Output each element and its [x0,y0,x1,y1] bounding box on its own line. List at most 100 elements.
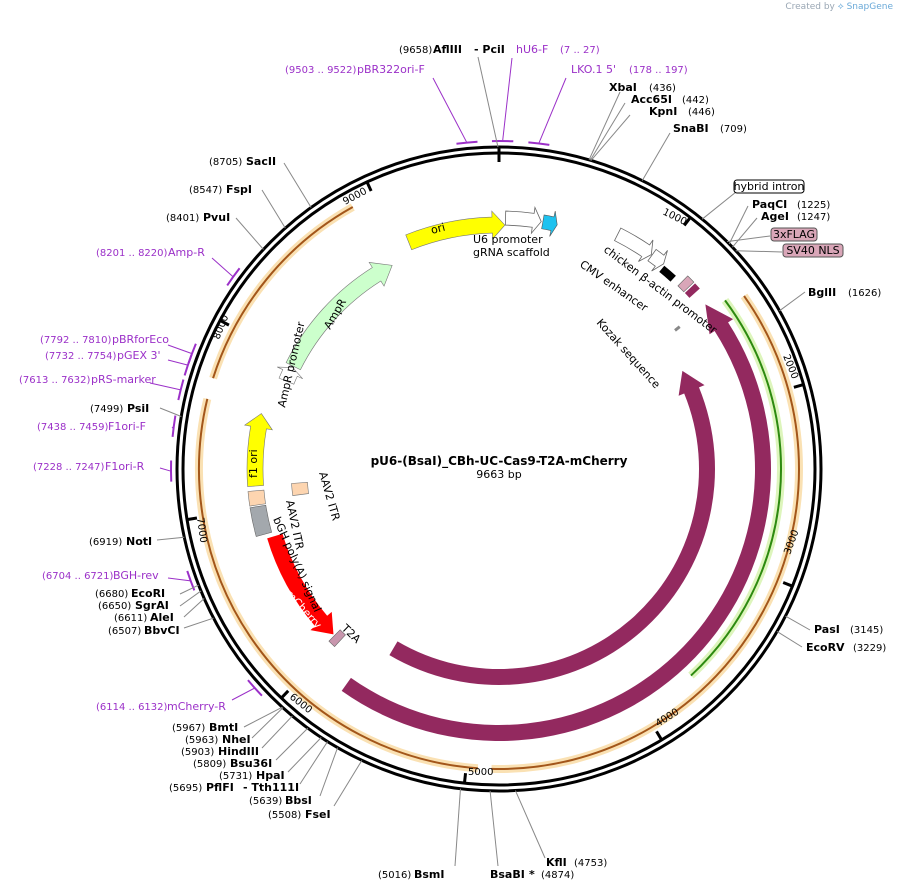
svg-text:(6680): (6680) [95,589,128,600]
enzyme-ecorv[interactable]: EcoRV(3229) [806,641,886,654]
svg-text:(9658): (9658) [399,45,432,56]
enzyme-bsu36i[interactable]: (5809)Bsu36I [193,757,272,770]
enzyme-bglii[interactable]: BglII(1626) [808,286,881,299]
enzyme-agei[interactable]: AgeI(1247) [761,210,830,223]
enzyme-sacii[interactable]: (8705)SacII [209,155,276,168]
svg-text:AleI: AleI [150,611,174,624]
svg-text:*: * [529,868,535,881]
enzyme-bsabi[interactable]: BsaBI*(4874) [490,868,574,881]
svg-text:(7438 .. 7459): (7438 .. 7459) [37,422,109,433]
svg-text:(1225): (1225) [797,200,830,211]
svg-text:hybrid intron: hybrid intron [734,180,805,193]
leader-32 [735,250,783,253]
enzyme-acc65i[interactable]: Acc65I(442) [631,93,709,106]
svg-text:BglII: BglII [808,286,836,299]
svg-text:(7 .. 27): (7 .. 27) [560,45,600,56]
enzyme-kfli[interactable]: KflI(4753) [546,856,607,869]
enzyme-hpai[interactable]: (5731)HpaI [219,769,285,782]
primer-prs[interactable]: (7613 .. 7632)pRS-marker [19,373,156,386]
primer-leader-9 [167,577,191,582]
tick-label-5000: 5000 [468,767,493,778]
feature-ori [405,210,506,251]
primer-pgex[interactable]: (7732 .. 7754)pGEX 3' [45,349,161,362]
svg-text:HpaI: HpaI [256,769,285,782]
enzyme-fspi[interactable]: (8547)FspI [189,183,252,196]
feature-label-3xflag[interactable]: 3xFLAG [770,227,818,242]
leader-21 [183,617,214,629]
primer-pbr322[interactable]: (9503 .. 9522)pBR322ori-F [285,63,425,76]
features [170,140,771,741]
enzyme-sgrai[interactable]: (6650)SgrAI [98,599,169,612]
enzyme-bbsi[interactable]: (5639)BbsI [249,794,312,807]
svg-text:BGH-rev: BGH-rev [113,569,159,582]
leader-10 [514,790,546,859]
enzyme-xbai[interactable]: XbaI(436) [609,81,676,94]
primer-ampr[interactable]: (8201 .. 8220)Amp-R [96,246,205,259]
feature-chicken-promoter [647,248,668,272]
feature-mcherry [267,533,334,635]
primer-hu6f[interactable]: hU6-F (7 .. 27) [516,43,600,56]
primer-bghrev[interactable]: (6704 .. 6721)BGH-rev [42,569,159,582]
svg-text:(5903): (5903) [181,747,214,758]
leader-25 [156,536,185,541]
enzyme-noti[interactable]: (6919)NotI [89,535,152,548]
enzyme-paqci[interactable]: PaqCI(1225) [752,198,830,211]
enzyme-bbvci[interactable]: (6507)BbvCI [108,624,180,637]
enzyme-ecori[interactable]: (6680)EcoRI [95,587,165,600]
svg-text:SV40 NLS: SV40 NLS [786,244,839,257]
enzyme-nhei[interactable]: (5963)NheI [185,733,251,746]
enzyme-pvui[interactable]: (8401)PvuI [166,211,230,224]
svg-text:(5809): (5809) [193,759,226,770]
primer-f1orir[interactable]: (7228 .. 7247)F1ori-R [33,460,145,473]
tick-4000 [655,730,663,741]
primer-lko[interactable]: LKO.1 5'(178 .. 197) [571,63,688,76]
enzyme-psii[interactable]: (7499)PsiI [90,402,149,415]
svg-text:PasI: PasI [814,623,840,636]
enzyme-afliii[interactable]: (9658) AflIII - PciI [399,43,505,56]
primer-pbrforeco[interactable]: (7792 .. 7810)pBRforEco [40,333,169,346]
tick-2000 [793,383,804,389]
leader-27 [235,217,264,250]
svg-text:(6507): (6507) [108,626,141,637]
tick-label-4000: 4000 [654,707,681,730]
svg-text:EcoRV: EcoRV [806,641,845,654]
leader-5 [728,205,749,245]
tick-9000 [365,181,373,192]
leader-16 [287,737,322,773]
enzyme-hindiii[interactable]: (5903)HindIII [181,745,259,758]
svg-text:(7499): (7499) [90,404,123,415]
enzyme-bsmi[interactable]: (5016)BsmI [378,868,445,881]
primer-leader-3 [211,257,234,278]
feature-cas9-inner [389,370,716,685]
tick-1000 [683,216,692,227]
feature-label-sv40-nls[interactable]: SV40 NLS [782,243,844,258]
leader-17 [275,727,309,761]
primer-f1orif[interactable]: (7438 .. 7459)F1ori-F [37,420,146,433]
enzyme-kpni[interactable]: KpnI(446) [649,105,715,118]
svg-text:pRS-marker: pRS-marker [91,373,156,386]
leader-29 [283,162,312,208]
enzyme-alei[interactable]: (6611)AleI [114,611,174,624]
enzyme-bmti[interactable]: (5967)BmtI [172,721,238,734]
enzyme-fsei[interactable]: (5508)FseI [268,808,331,821]
svg-text:BmtI: BmtI [209,721,238,734]
label-t2a: T2A [338,621,363,646]
svg-text:(6919): (6919) [89,537,122,548]
svg-text:NheI: NheI [222,733,251,746]
tick-6000 [280,689,290,700]
svg-text:(7613 .. 7632): (7613 .. 7632) [19,375,91,386]
enzyme-pasi[interactable]: PasI(3145) [814,623,883,636]
enzyme-snabi[interactable]: SnaBI(709) [673,122,747,135]
leader-2 [589,102,626,161]
primer-mcherryr[interactable]: (6114 .. 6132)mCherry-R [96,700,226,713]
leader-31 [726,235,771,243]
enzyme-pflfi[interactable]: (5695)PflFI- Tth111I [169,781,299,794]
feature-sv40-nls [684,283,700,298]
feature-label-hybrid-intron[interactable]: hybrid intron [733,179,805,194]
svg-text:mCherry-R: mCherry-R [167,700,226,713]
svg-text:hU6-F: hU6-F [516,43,548,56]
plasmid-length: 9663 bp [476,468,521,481]
svg-text:(178 .. 197): (178 .. 197) [629,65,688,76]
label-f1-ori: f1 ori [247,449,260,478]
